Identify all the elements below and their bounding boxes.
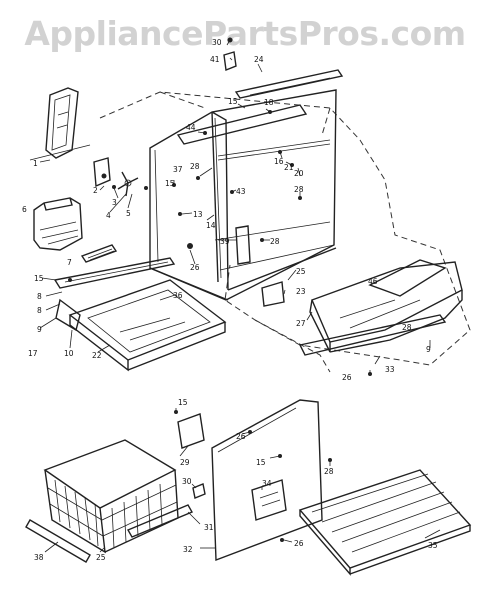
callout-2: 2 — [93, 186, 98, 195]
part-29-bracket — [174, 410, 205, 449]
callout-33: 33 — [385, 365, 395, 374]
callout-46: 46 — [368, 277, 378, 286]
part-8-rail — [53, 257, 176, 289]
callout-23: 23 — [296, 287, 306, 296]
part-33-plate — [298, 314, 447, 356]
callout-24: 24 — [254, 55, 264, 64]
callout-22: 22 — [92, 351, 102, 360]
explosion-outline-inner — [159, 91, 331, 373]
callout-4: 4 — [106, 211, 111, 220]
callout-8: 8 — [37, 292, 42, 301]
hardware-13 — [178, 212, 182, 216]
part-5-screw — [144, 186, 148, 190]
callout-35: 35 — [428, 541, 438, 550]
callout-17: 17 — [28, 349, 38, 358]
callout-29: 29 — [180, 458, 190, 467]
leader-lines — [39, 39, 441, 553]
part-7-grille — [80, 244, 118, 263]
callout-38: 38 — [34, 553, 44, 562]
callout-13: 13 — [193, 210, 203, 219]
callout-28: 28 — [294, 185, 304, 194]
callout-18: 18 — [264, 98, 274, 107]
callout-27: 27 — [296, 319, 306, 328]
callout-21: 21 — [284, 163, 294, 172]
liner-box — [149, 89, 337, 301]
part-32-panel — [211, 399, 323, 561]
callout-36: 36 — [173, 291, 183, 300]
callout-44: 44 — [186, 123, 196, 132]
callout-3: 3 — [112, 198, 117, 207]
callout-20: 20 — [294, 169, 304, 178]
wire-basket — [43, 439, 179, 554]
explosion-outline — [99, 91, 471, 366]
callout-43: 43 — [236, 187, 246, 196]
callout-7: 7 — [67, 258, 72, 267]
callout-15: 15 — [228, 97, 238, 106]
callout-6: 6 — [22, 205, 27, 214]
callout-15: 15 — [256, 458, 266, 467]
callout-26: 26 — [294, 539, 304, 548]
callout-31: 31 — [204, 523, 214, 532]
callout-26: 26 — [190, 263, 200, 272]
part-6-bin — [33, 197, 83, 251]
watermark: AppliancePartsPros.com — [24, 14, 466, 53]
callout-37: 37 — [173, 165, 183, 174]
part-22-pan — [55, 279, 227, 372]
part-2-bracket — [93, 157, 111, 188]
part-30-clip — [192, 483, 206, 499]
callout-34: 34 — [262, 479, 272, 488]
hardware-45 — [187, 243, 193, 249]
part-39-plate — [235, 225, 251, 265]
callout-labels: 30 41 24 15 44 18 16 21 20 28 1 2 3 4 5 … — [22, 38, 438, 562]
part-41-clip — [223, 51, 237, 71]
part-1-bracket — [29, 87, 91, 161]
callout-28: 28 — [402, 323, 412, 332]
hardware-28b — [196, 176, 200, 180]
callout-14: 14 — [206, 221, 216, 230]
hardware-26d — [280, 538, 284, 542]
callout-9: 9 — [37, 325, 42, 334]
callout-16: 16 — [274, 157, 284, 166]
callout-5: 5 — [126, 209, 131, 218]
callout-28: 28 — [190, 162, 200, 171]
callout-15: 15 — [178, 398, 188, 407]
part-25-bracket — [261, 281, 285, 307]
part-31-rail — [126, 504, 194, 538]
callout-39: 39 — [220, 237, 230, 246]
callout-25: 25 — [96, 553, 106, 562]
part-35-wire-shelf — [298, 469, 472, 576]
callout-1: 1 — [33, 159, 38, 168]
part-34-control — [251, 479, 287, 521]
part-4-fan-blade — [117, 171, 139, 197]
callout-10: 10 — [64, 349, 74, 358]
part-3-nut — [112, 185, 116, 189]
part-46-evaporator-cover — [309, 259, 463, 353]
callout-26: 26 — [236, 432, 246, 441]
part-44-bracket — [176, 104, 308, 145]
callout-28: 28 — [324, 467, 334, 476]
callout-32: 32 — [183, 545, 193, 554]
callout-25: 25 — [296, 267, 306, 276]
part-38-handle — [25, 519, 91, 563]
callout-30: 30 — [212, 38, 222, 47]
callout-9: 9 — [426, 345, 431, 354]
callout-26: 26 — [342, 373, 352, 382]
callout-41: 41 — [210, 55, 220, 64]
callout-15: 15 — [34, 274, 44, 283]
callout-30: 30 — [182, 477, 192, 486]
part-24-rail — [234, 69, 344, 99]
callout-8: 8 — [37, 306, 42, 315]
callout-28: 28 — [270, 237, 280, 246]
callout-15: 15 — [165, 179, 175, 188]
